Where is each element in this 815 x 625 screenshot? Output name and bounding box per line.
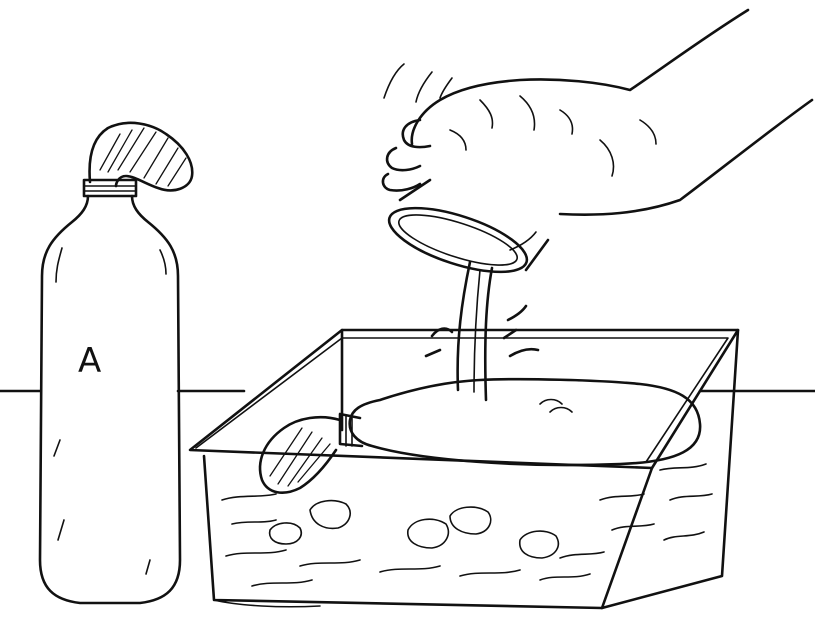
ice-cubes — [270, 501, 559, 558]
cup — [382, 180, 548, 285]
water-tub — [190, 330, 738, 608]
motion-lines — [384, 64, 452, 102]
bottle-a: A — [40, 180, 180, 603]
bottle-label: A — [78, 341, 101, 381]
submerged-bottle — [340, 379, 700, 465]
hand — [383, 10, 812, 215]
